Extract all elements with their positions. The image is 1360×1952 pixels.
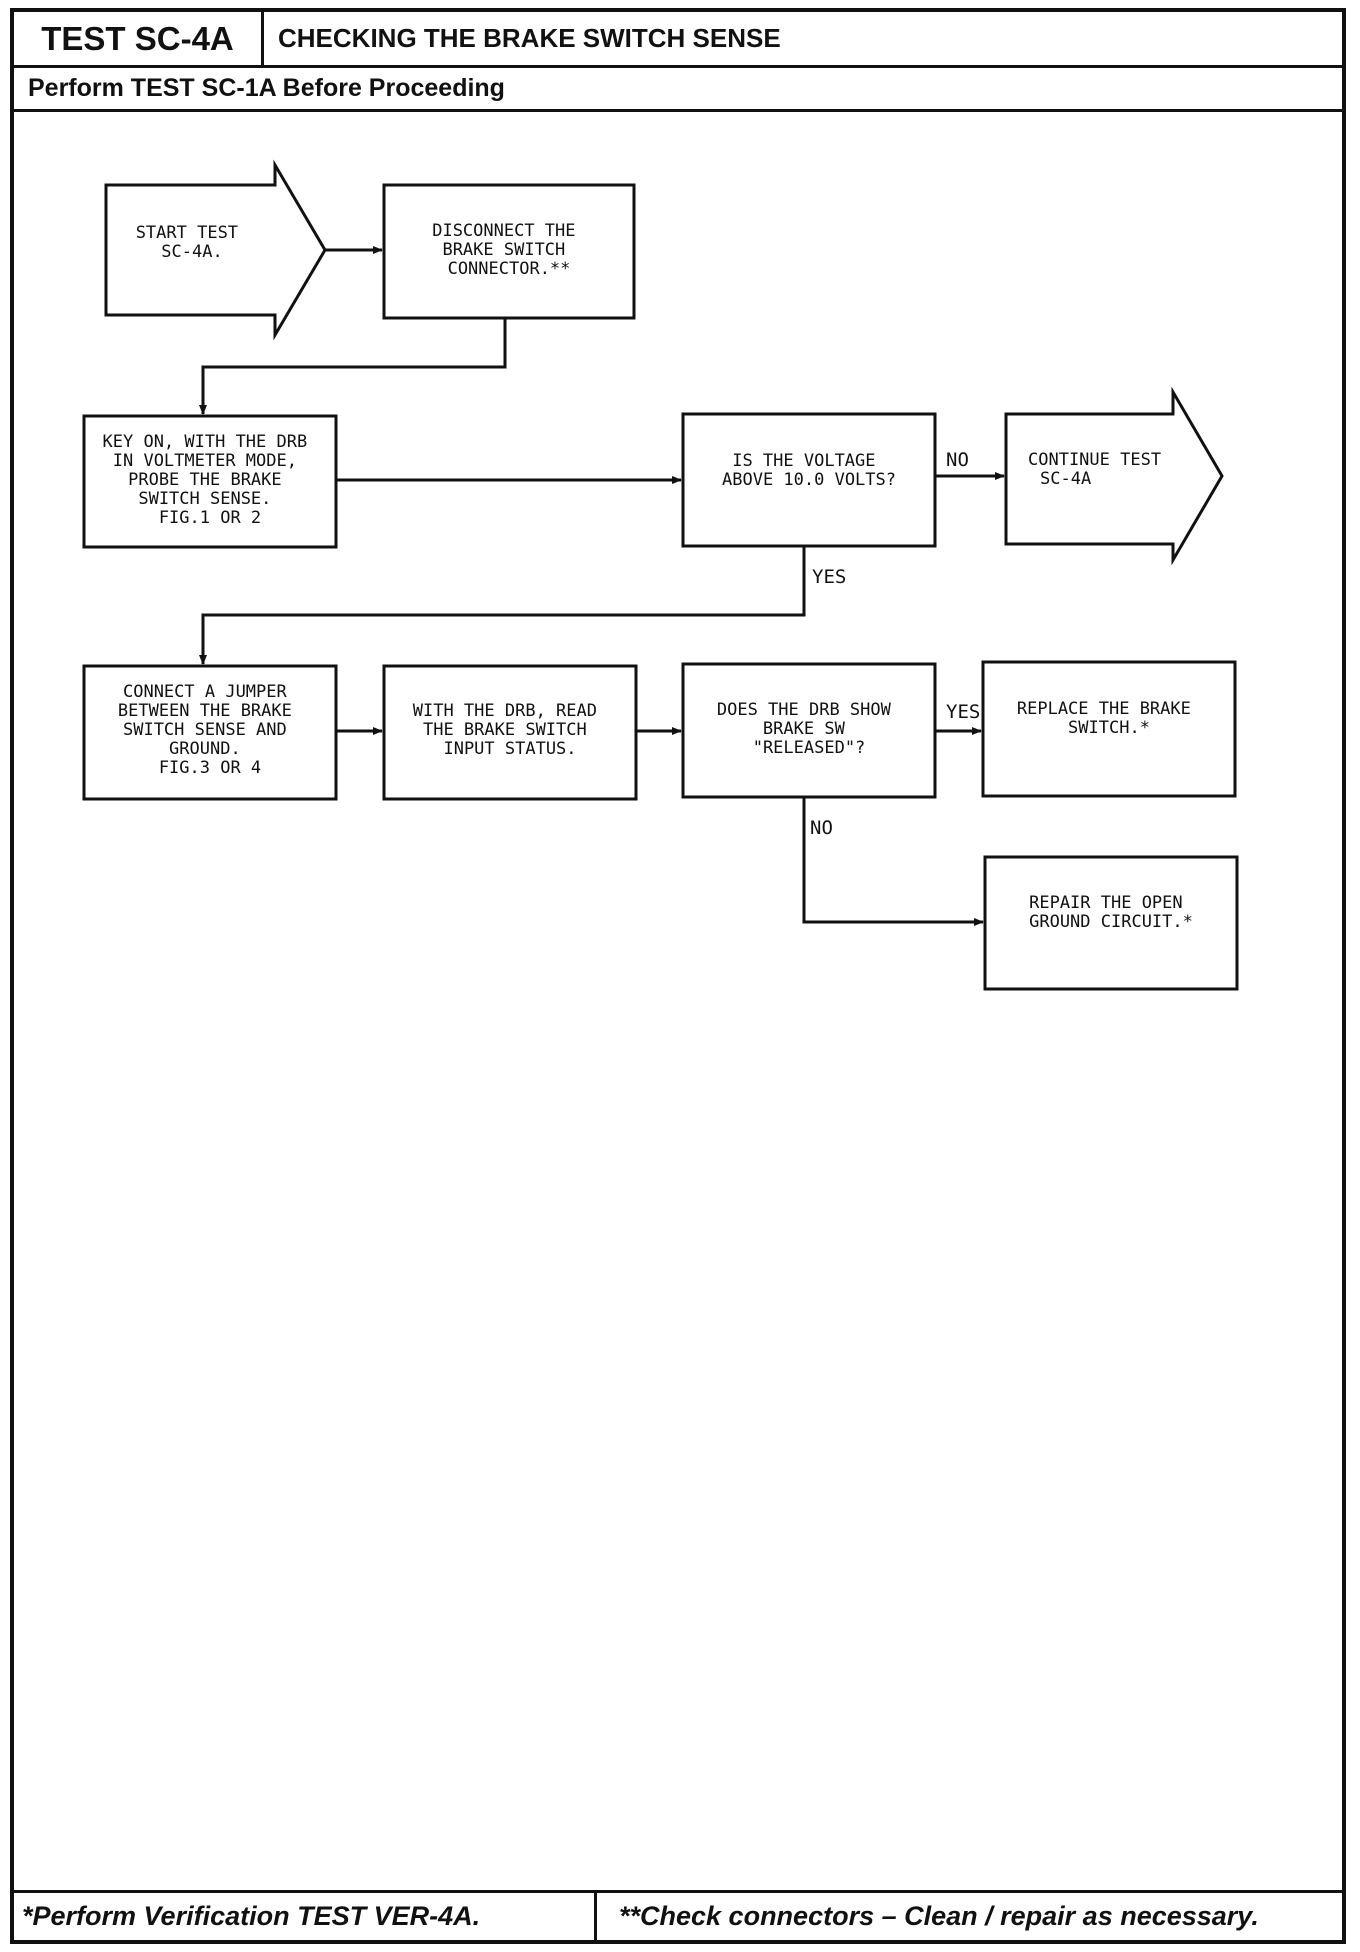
voltage-question-node: IS THE VOLTAGE ABOVE 10.0 VOLTS?: [681, 412, 937, 548]
key-on-node: KEY ON, WITH THE DRB IN VOLTMETER MODE, …: [82, 414, 338, 549]
footnote-verification: *Perform Verification TEST VER-4A.: [14, 1893, 597, 1940]
disconnect-node-text: DISCONNECT THE BRAKE SWITCH CONNECTOR.**: [432, 221, 586, 279]
label-voltage-no: NO: [946, 449, 969, 471]
connector-released-no: [802, 797, 984, 926]
continue-node-text: CONTINUE TEST SC-4A: [1028, 450, 1171, 489]
start-node: START TEST SC-4A.: [104, 159, 327, 341]
footer: *Perform Verification TEST VER-4A. **Che…: [14, 1890, 1342, 1940]
header-row: TEST SC-4A CHECKING THE BRAKE SWITCH SEN…: [14, 12, 1342, 68]
replace-node-text: REPLACE THE BRAKE SWITCH.*: [1017, 699, 1201, 738]
repair-node-text: REPAIR THE OPEN GROUND CIRCUIT.*: [1029, 893, 1193, 932]
key-on-node-text: KEY ON, WITH THE DRB IN VOLTMETER MODE, …: [103, 432, 318, 528]
test-id: TEST SC-4A: [14, 12, 264, 65]
connector-voltage-yes: [199, 546, 806, 665]
read-status-text: WITH THE DRB, READ THE BRAKE SWITCH INPU…: [413, 701, 607, 759]
label-released-no: NO: [810, 817, 833, 839]
label-voltage-yes: YES: [812, 566, 846, 588]
replace-node: REPLACE THE BRAKE SWITCH.*: [981, 660, 1237, 798]
footnote-connectors: **Check connectors – Clean / repair as n…: [619, 1901, 1259, 1931]
test-title: CHECKING THE BRAKE SWITCH SENSE: [278, 23, 781, 53]
connectors: [199, 246, 1005, 926]
label-released-yes: YES: [946, 701, 980, 723]
released-question-node: DOES THE DRB SHOW BRAKE SW "RELEASED"?: [681, 662, 937, 799]
voltage-question-text: IS THE VOLTAGE ABOVE 10.0 VOLTS?: [722, 451, 896, 490]
test-sheet: TEST SC-4A CHECKING THE BRAKE SWITCH SEN…: [10, 8, 1346, 1944]
continue-node: CONTINUE TEST SC-4A: [1004, 386, 1224, 566]
jumper-node-text: CONNECT A JUMPER BETWEEN THE BRAKE SWITC…: [118, 682, 302, 778]
released-question-text: DOES THE DRB SHOW BRAKE SW "RELEASED"?: [717, 700, 901, 758]
read-status-node: WITH THE DRB, READ THE BRAKE SWITCH INPU…: [382, 664, 638, 801]
connector-disconnect-to-key-on: [199, 318, 507, 415]
jumper-node: CONNECT A JUMPER BETWEEN THE BRAKE SWITC…: [82, 664, 338, 801]
repair-node: REPAIR THE OPEN GROUND CIRCUIT.*: [983, 855, 1239, 991]
start-node-text: START TEST SC-4A.: [136, 223, 249, 262]
prerequisite-note: Perform TEST SC-1A Before Proceeding: [14, 68, 1342, 112]
disconnect-node: DISCONNECT THE BRAKE SWITCH CONNECTOR.**: [382, 183, 636, 320]
